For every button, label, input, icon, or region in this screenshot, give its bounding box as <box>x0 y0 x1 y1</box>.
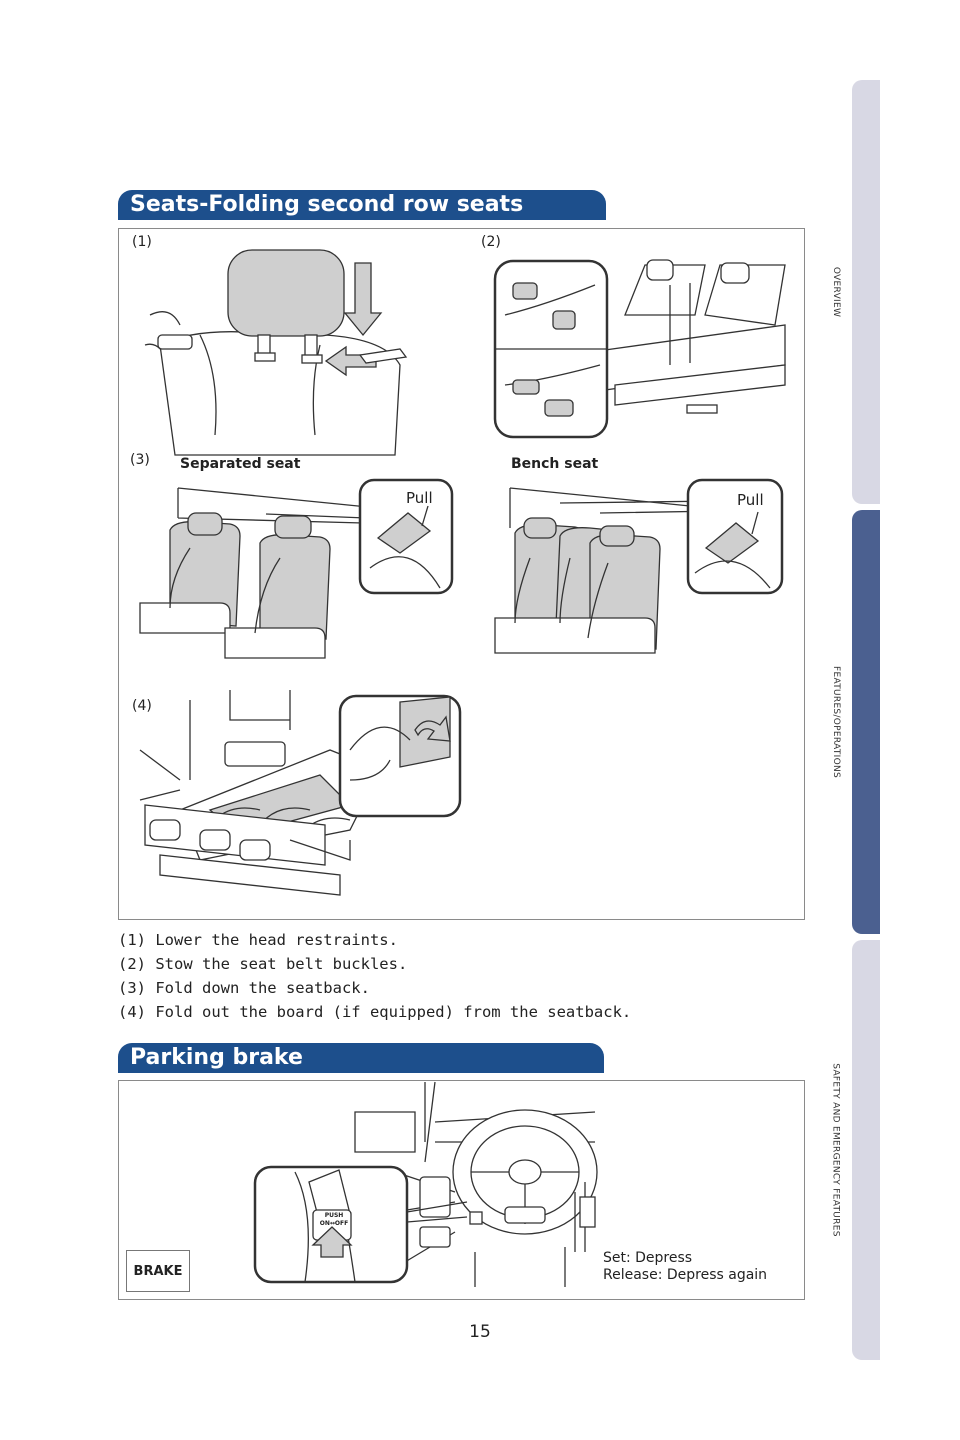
seat-belt-illustration <box>493 259 786 439</box>
step4-label: (4) <box>132 698 152 714</box>
step3-label: (3) <box>130 452 150 468</box>
pull-label-separated: Pull <box>406 489 433 507</box>
tab-safety-emergency[interactable] <box>852 940 880 1360</box>
tab-features-operations[interactable] <box>852 510 880 934</box>
step-2-text: (2) Stow the seat belt buckles. <box>118 955 408 973</box>
section-tabs <box>852 80 880 1360</box>
parking-brake-section-title: Parking brake <box>118 1043 604 1073</box>
separated-seat-label: Separated seat <box>180 456 301 472</box>
fold-board-illustration <box>139 690 462 896</box>
dashboard-illustration <box>253 1081 598 1287</box>
tab-label-features: FEATURES/OPERATIONS <box>831 665 841 779</box>
step-4-text: (4) Fold out the board (if equipped) fro… <box>118 1003 632 1021</box>
step2-label: (2) <box>481 234 501 250</box>
separated-seat-illustration <box>139 478 454 659</box>
tab-label-overview: OVERVIEW <box>831 266 842 318</box>
pedal-onoff-text: ON↔OFF <box>319 1220 349 1227</box>
bench-seat-illustration <box>494 478 784 654</box>
head-restraint-illustration <box>144 249 408 456</box>
step-3-text: (3) Fold down the seatback. <box>118 979 370 997</box>
folding-steps-list: (1) Lower the head restraints. (2) Stow … <box>118 928 818 1024</box>
pedal-push-text: PUSH <box>324 1212 344 1219</box>
step1-label: (1) <box>132 234 152 250</box>
step-1-text: (1) Lower the head restraints. <box>118 931 398 949</box>
brake-instructions: Set: Depress Release: Depress again <box>603 1250 767 1284</box>
page-number: 15 <box>469 1322 491 1342</box>
brake-release-text: Release: Depress again <box>603 1267 768 1283</box>
seats-section-title: Seats-Folding second row seats <box>118 190 606 220</box>
brake-warning-badge: BRAKE <box>126 1250 190 1292</box>
bench-seat-label: Bench seat <box>511 456 599 472</box>
tab-label-safety: SAFETY AND EMERGENCY FEATURES <box>831 1063 841 1237</box>
brake-set-text: Set: Depress <box>603 1250 693 1266</box>
parking-brake-figure-box <box>118 1080 805 1300</box>
tab-overview[interactable] <box>852 80 880 504</box>
pull-label-bench: Pull <box>737 491 764 509</box>
brake-pedal-label: PUSH ON↔OFF <box>315 1212 353 1228</box>
